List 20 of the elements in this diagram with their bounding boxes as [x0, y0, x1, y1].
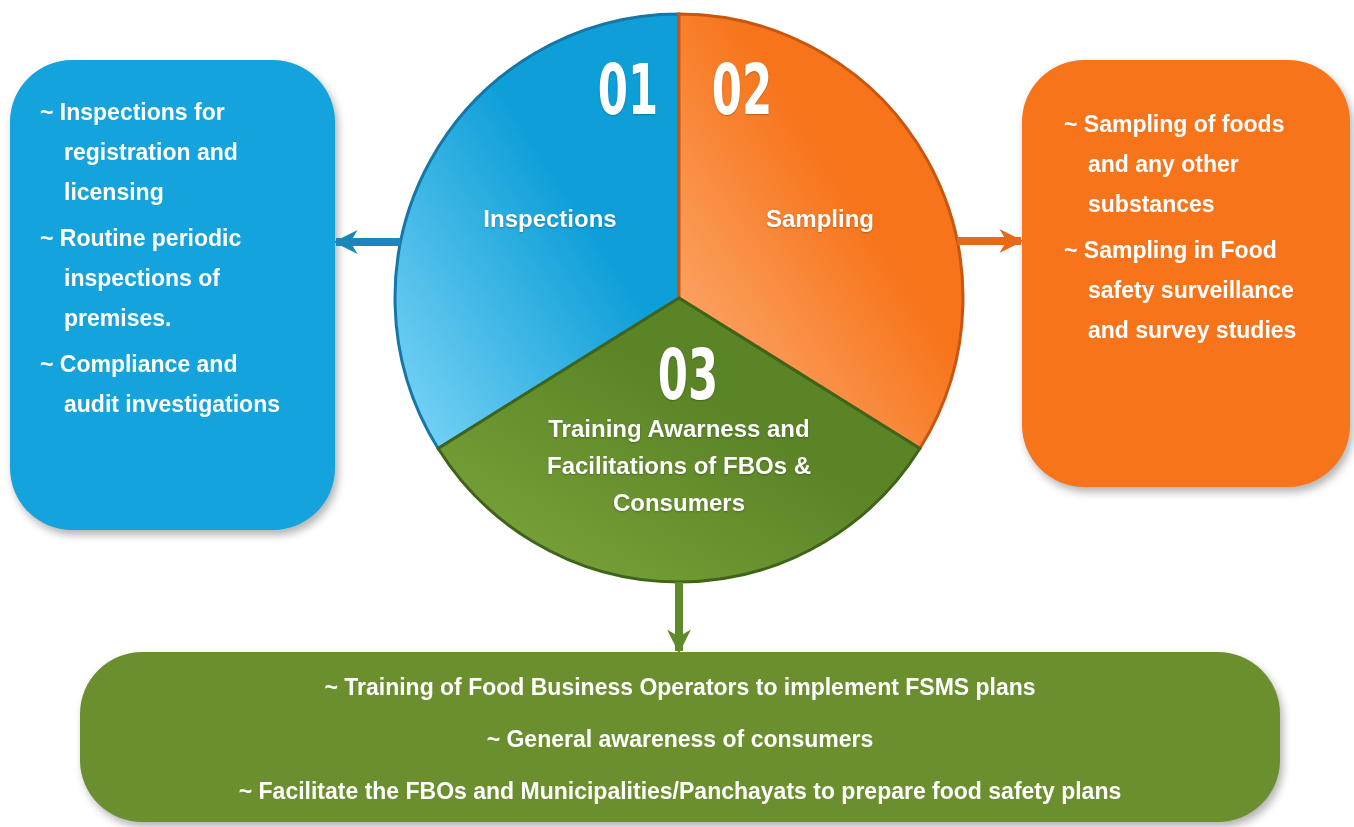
slice-label: Inspections	[482, 204, 618, 234]
info-card	[80, 652, 1280, 822]
bullet-text: ~ Routine periodic inspections of premises.	[40, 224, 243, 333]
arrow	[667, 582, 691, 654]
bullet-text: ~ Compliance and audit investigations	[40, 350, 281, 419]
arrow	[957, 229, 1024, 253]
slice-label: Training Awarness and Facilitations of FBOs & Consumers	[546, 414, 812, 518]
bullet-text: ~ Facilitate the FBOs and Municipalities/Panchayats to prepare food safety plans	[237, 778, 1123, 804]
slice-label: Sampling	[765, 204, 875, 234]
bullet-text: ~ Training of Food Business Operators to implement FSMS plans	[323, 674, 1037, 700]
info-card	[1022, 60, 1350, 487]
step-number: 03	[656, 340, 720, 410]
info-card	[10, 60, 335, 530]
bullet-text: ~ Sampling of foods and any other substances	[1064, 110, 1286, 219]
bullet-text: ~ Inspections for registration and licensing	[40, 98, 239, 207]
bullet-text: ~ General awareness of consumers	[485, 726, 875, 752]
step-number: 02	[710, 55, 774, 125]
arrow	[333, 230, 401, 254]
step-number: 01	[596, 55, 660, 125]
bullet-text: ~ Sampling in Food safety surveillance and survey studies	[1064, 236, 1298, 345]
